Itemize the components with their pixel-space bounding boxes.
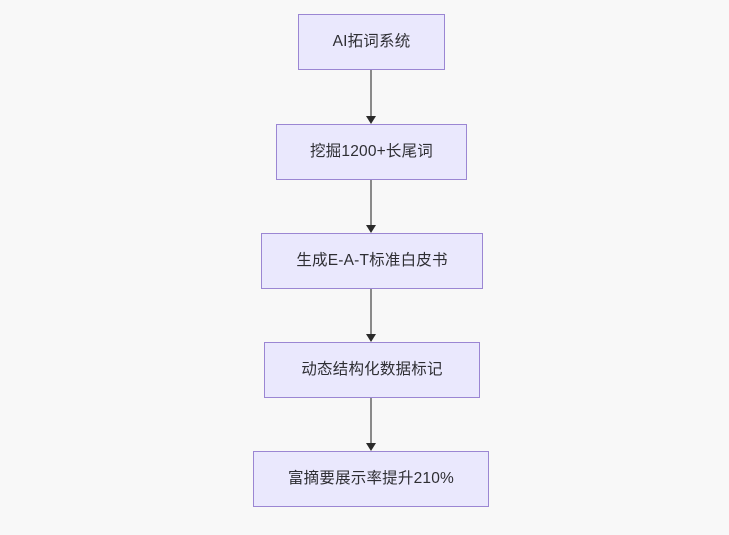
arrowhead-icon	[366, 116, 376, 124]
flow-node-structured-data-markup[interactable]: 动态结构化数据标记	[264, 342, 480, 398]
flow-node-label: 生成E-A-T标准白皮书	[296, 252, 448, 270]
edge-line	[370, 398, 372, 443]
flow-node-longtail-keywords[interactable]: 挖掘1200+长尾词	[276, 124, 467, 180]
flow-node-label: 挖掘1200+长尾词	[309, 143, 434, 161]
arrowhead-icon	[366, 443, 376, 451]
edge-line	[370, 289, 372, 334]
edge-line	[370, 70, 372, 116]
flow-node-eat-whitepaper[interactable]: 生成E-A-T标准白皮书	[261, 233, 483, 289]
flow-node-ai-keyword-system[interactable]: AI拓词系统	[298, 14, 445, 70]
flow-node-label: 动态结构化数据标记	[301, 361, 443, 379]
flow-node-label: 富摘要展示率提升210%	[287, 470, 455, 488]
edge-line	[370, 180, 372, 225]
flow-node-label: AI拓词系统	[332, 33, 411, 51]
arrowhead-icon	[366, 225, 376, 233]
arrowhead-icon	[366, 334, 376, 342]
flow-node-rich-snippet-result[interactable]: 富摘要展示率提升210%	[253, 451, 489, 507]
